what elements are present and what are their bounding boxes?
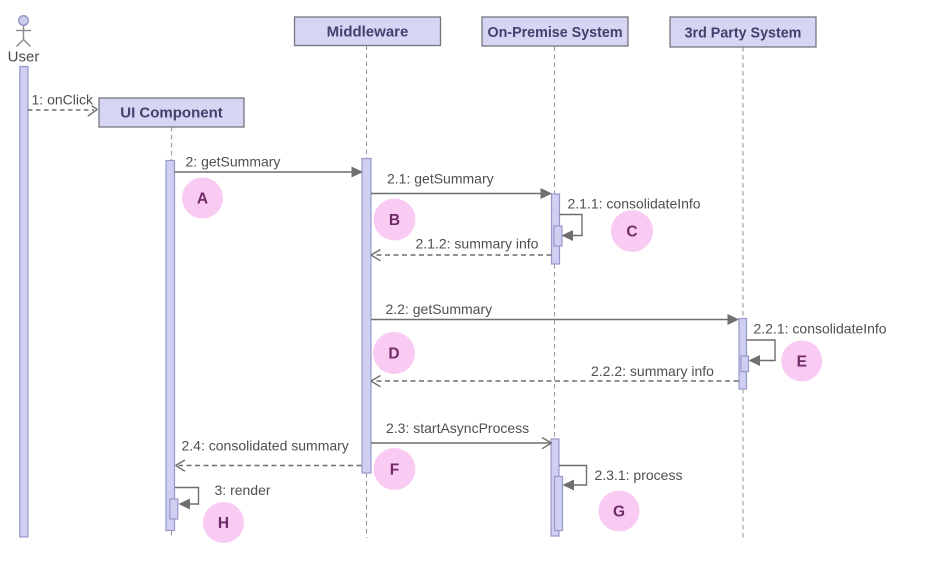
- svg-text:G: G: [613, 504, 625, 521]
- svg-text:2.2.2: summary info: 2.2.2: summary info: [591, 363, 714, 379]
- svg-text:2: getSummary: 2: getSummary: [186, 154, 281, 170]
- svg-text:D: D: [388, 346, 399, 363]
- svg-text:A: A: [197, 191, 208, 208]
- svg-text:UI Component: UI Component: [120, 105, 223, 122]
- svg-text:Middleware: Middleware: [327, 24, 409, 41]
- svg-text:User: User: [8, 49, 40, 66]
- svg-text:On-Premise System: On-Premise System: [487, 25, 622, 41]
- svg-text:2.3: startAsyncProcess: 2.3: startAsyncProcess: [386, 420, 529, 436]
- svg-text:C: C: [626, 224, 637, 241]
- svg-text:2.2: getSummary: 2.2: getSummary: [386, 301, 493, 317]
- svg-text:3rd Party System: 3rd Party System: [685, 26, 802, 42]
- svg-text:2.2.1: consolidateInfo: 2.2.1: consolidateInfo: [754, 321, 887, 337]
- svg-text:H: H: [218, 515, 229, 532]
- svg-text:B: B: [389, 212, 400, 229]
- svg-text:2.1: getSummary: 2.1: getSummary: [387, 171, 494, 187]
- svg-text:F: F: [390, 462, 399, 479]
- svg-text:1: onClick: 1: onClick: [32, 92, 94, 108]
- svg-text:2.4: consolidated summary: 2.4: consolidated summary: [182, 438, 349, 454]
- svg-text:3: render: 3: render: [215, 482, 271, 498]
- svg-text:2.1.2: summary info: 2.1.2: summary info: [416, 236, 539, 252]
- svg-text:E: E: [797, 354, 807, 371]
- svg-text:2.3.1: process: 2.3.1: process: [595, 467, 683, 483]
- svg-text:2.1.1: consolidateInfo: 2.1.1: consolidateInfo: [568, 196, 701, 212]
